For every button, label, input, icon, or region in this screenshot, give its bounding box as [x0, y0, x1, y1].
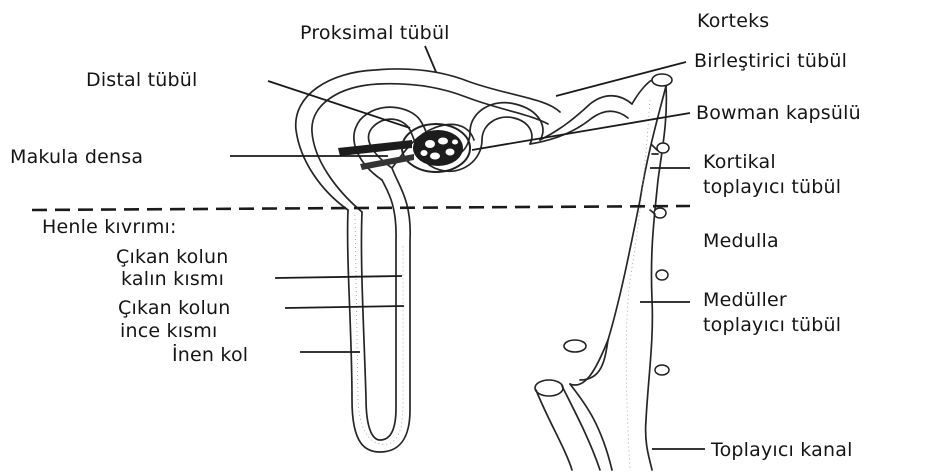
nephron-illustration [296, 69, 672, 470]
leader-bowman [472, 113, 690, 150]
labels: Proksimal tübül Korteks Distal tübül Bir… [10, 10, 861, 461]
collecting-branch-left-low-wall [536, 386, 600, 470]
henle-loop-inner-wall [361, 180, 396, 440]
label-toplayici-kanal: Toplayıcı kanal [710, 439, 853, 461]
label-meduller-line1: Medüller [703, 289, 787, 311]
collecting-bud-2 [654, 208, 666, 218]
collecting-branch-left-mid [564, 340, 586, 352]
label-cikan-kalin-line1: Çıkan kolun [116, 246, 228, 268]
label-distal-tubul: Distal tübül [86, 69, 198, 91]
collecting-branch-right-low [655, 365, 669, 375]
henle-loop-outer-wall [348, 168, 411, 452]
label-birlestirici-tubul: Birleştirici tübül [694, 50, 847, 72]
collecting-branch-top [652, 74, 672, 86]
label-proksimal-tubul: Proksimal tübül [300, 22, 450, 44]
label-medulla: Medulla [703, 230, 779, 252]
label-kortikal-line2: toplayıcı tübül [703, 176, 841, 198]
collecting-bud-3 [656, 270, 668, 280]
connecting-tubule [540, 96, 632, 140]
leader-proksimal [425, 46, 436, 72]
collecting-bud-1 [657, 143, 669, 153]
label-makula-densa: Makula densa [10, 146, 143, 168]
label-inen-kol: İnen kol [172, 343, 248, 366]
label-meduller-line2: toplayıcı tübül [703, 314, 841, 336]
label-bowman-kapsulu: Bowman kapsülü [696, 102, 861, 124]
label-henle-kivrimi: Henle kıvrımı: [42, 216, 177, 238]
leader-distal [268, 81, 410, 128]
cortex-medulla-boundary [32, 206, 690, 210]
connecting-tubule-inner [530, 111, 628, 144]
label-cikan-kalin-line2: kalın kısmı [121, 268, 224, 290]
label-korteks: Korteks [697, 10, 769, 32]
leader-cikan-kalin [275, 276, 402, 278]
label-kortikal-line1: Kortikal [703, 151, 776, 173]
label-cikan-ince-line2: ince kısmı [120, 320, 217, 342]
collecting-duct-left-lower-wall [570, 340, 612, 470]
leader-cikan-ince [285, 306, 404, 308]
leader-lines [230, 46, 705, 449]
collecting-branch-left-low [535, 380, 563, 396]
glomerulus [413, 130, 463, 166]
label-cikan-ince-line1: Çıkan kolun [118, 297, 230, 319]
